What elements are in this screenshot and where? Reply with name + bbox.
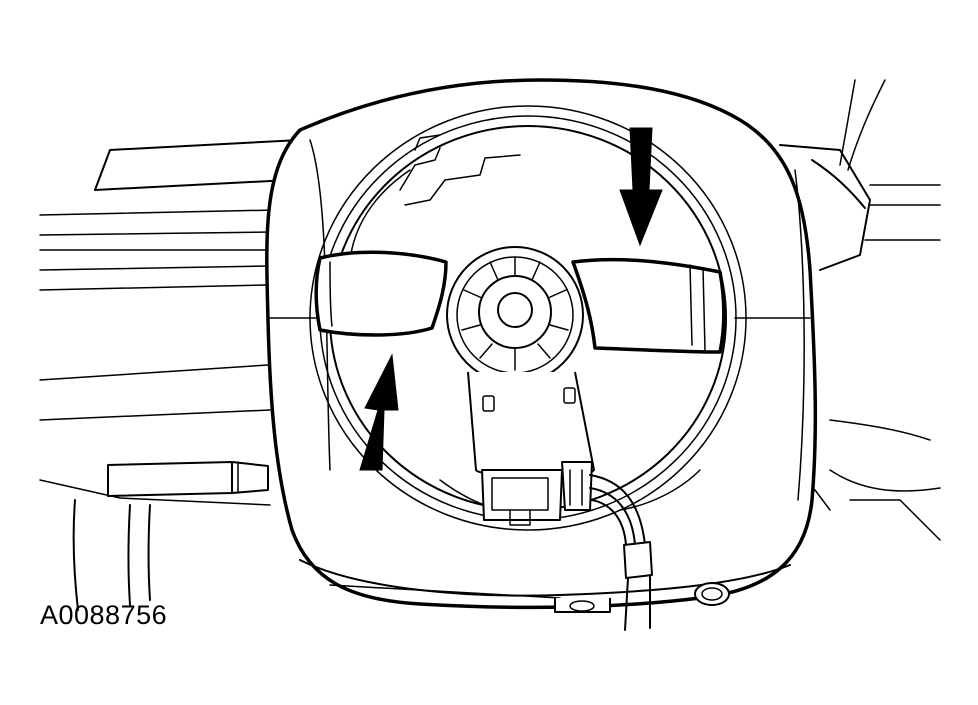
column-shroud-lines-left bbox=[39, 139, 301, 611]
left-locking-tab bbox=[314, 250, 448, 337]
wiring-harness bbox=[589, 474, 653, 631]
harness-rod-left bbox=[107, 461, 269, 497]
connector-plate bbox=[467, 371, 595, 526]
column-shroud-lines-right bbox=[779, 79, 941, 541]
arrow-down-icon bbox=[619, 127, 663, 247]
arrow-up-icon bbox=[359, 353, 399, 471]
center-hub bbox=[446, 246, 584, 384]
right-locking-tab bbox=[571, 257, 726, 354]
figure-reference-number: A0088756 bbox=[40, 600, 168, 630]
